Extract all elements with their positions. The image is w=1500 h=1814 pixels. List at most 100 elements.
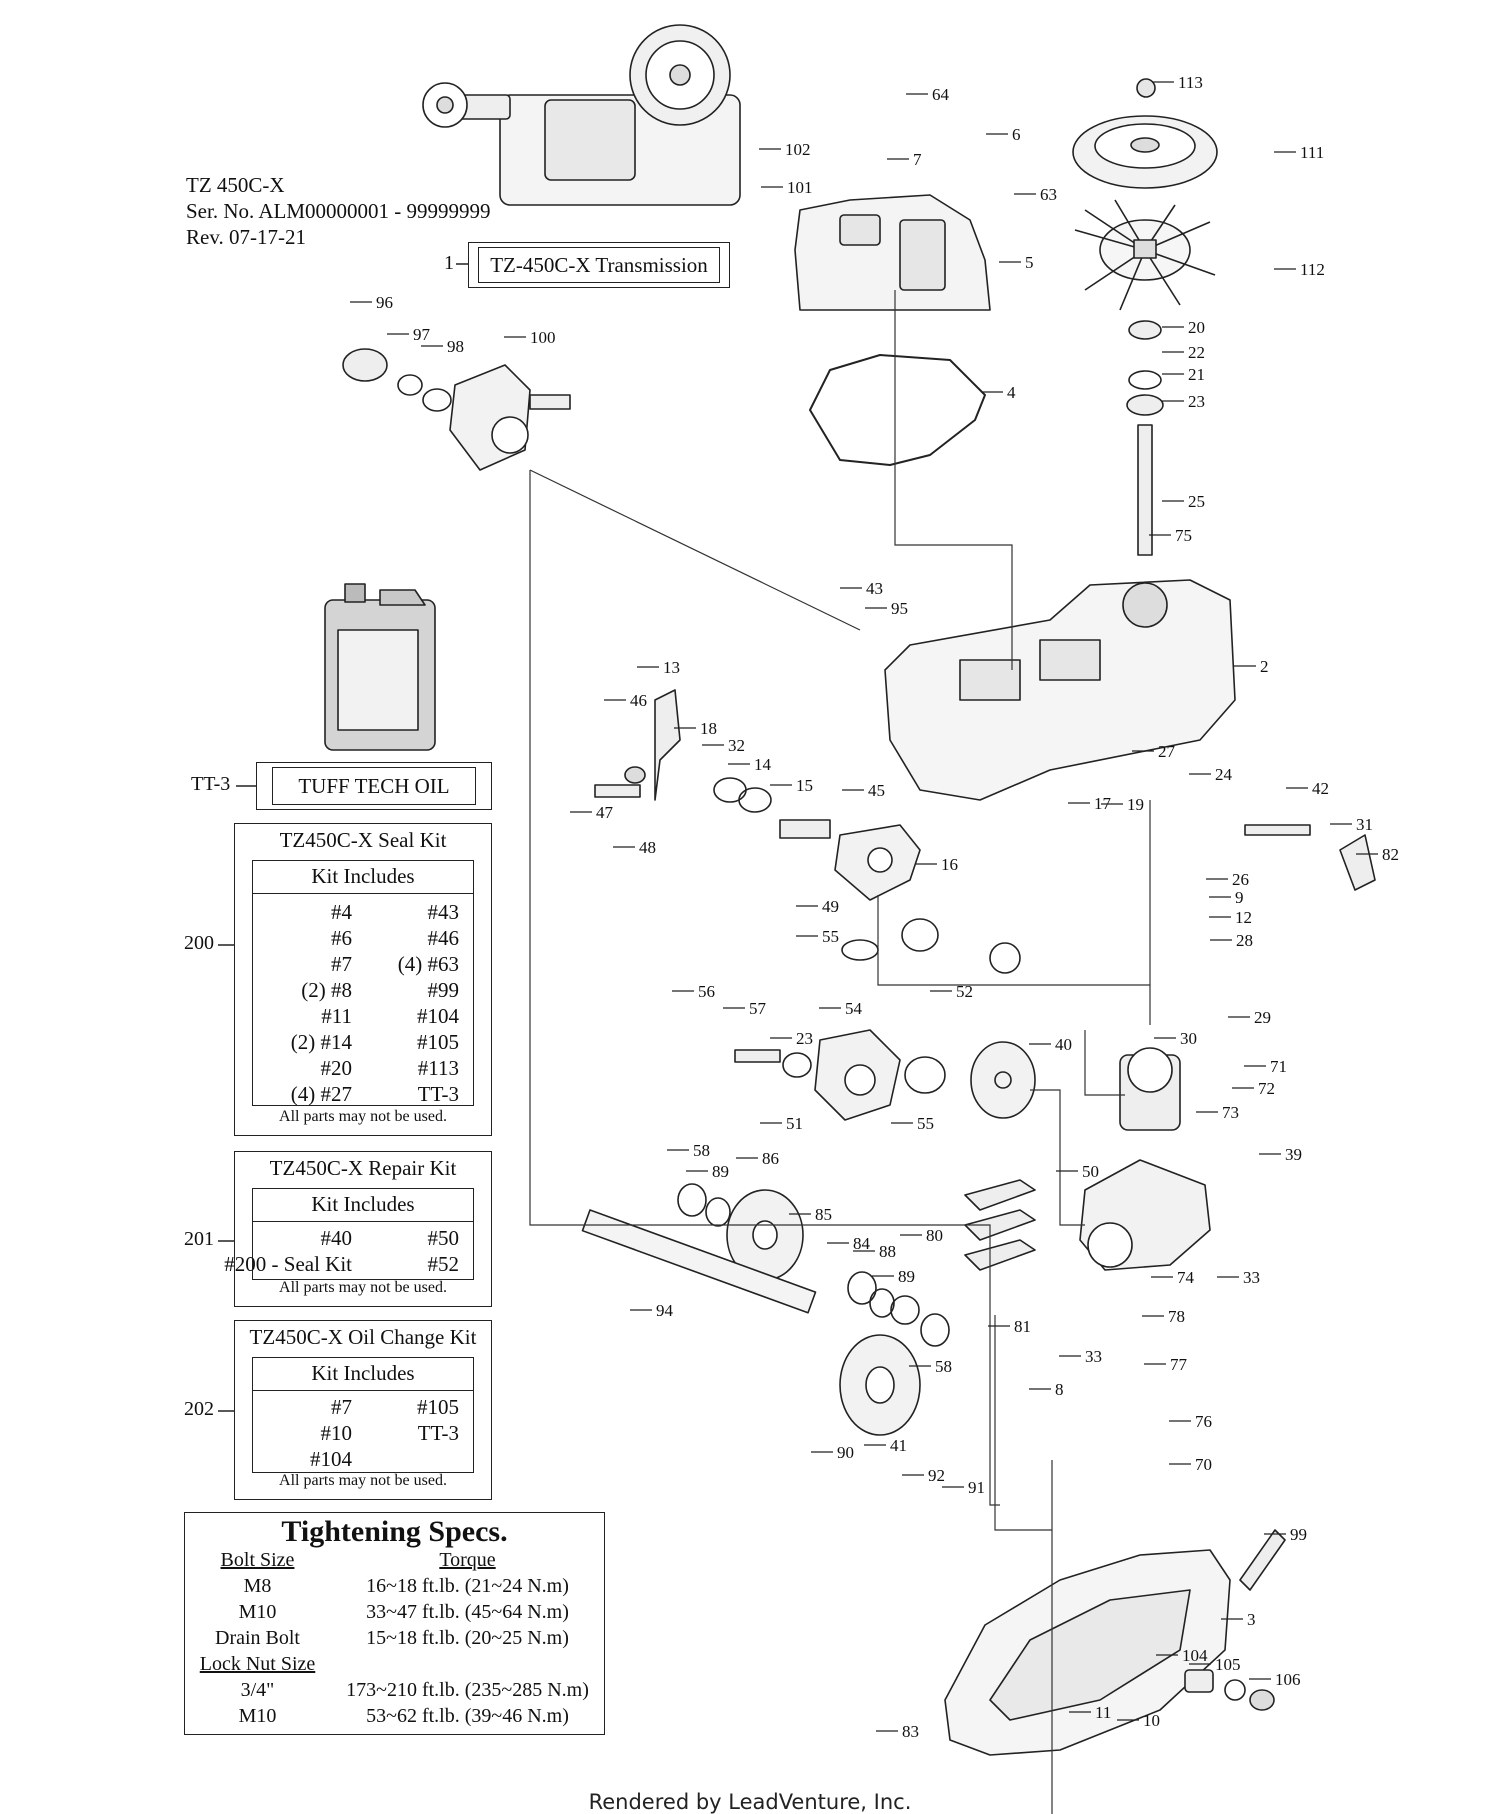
part-callout: 105 (1215, 1655, 1241, 1674)
part-callout: 78 (1168, 1307, 1185, 1326)
part-callout: 23 (1188, 392, 1205, 411)
spec-torque: 33~47 ft.lb. (45~64 N.m) (366, 1601, 569, 1623)
part-callout: 33 (1243, 1268, 1260, 1287)
part-callout: 10 (1143, 1711, 1160, 1730)
part-callout: 49 (822, 897, 839, 916)
part-callout: 100 (530, 328, 556, 347)
kit-item: #105 (417, 1030, 459, 1054)
part-callout: 4 (1007, 383, 1016, 402)
part-callout: 57 (749, 999, 767, 1018)
part-callout: 84 (853, 1234, 871, 1253)
part-callout: 32 (728, 736, 745, 755)
part-callout: 11 (1095, 1703, 1111, 1722)
oil-change-kit-callout: 202 (184, 1398, 214, 1420)
kit-row: #6#46 (253, 926, 473, 952)
kit-item: #40 (320, 1226, 353, 1250)
footer-credit: Rendered by LeadVenture, Inc. (588, 1790, 912, 1814)
oil-label: TUFF TECH OIL (272, 767, 476, 805)
gasket-illustration (809, 354, 986, 466)
part-callout: 39 (1285, 1145, 1302, 1164)
kit-item: #7 (331, 1395, 352, 1419)
spec-torque: 173~210 ft.lb. (235~285 N.m) (346, 1679, 589, 1701)
part-callout: 58 (935, 1357, 952, 1376)
spec-row: 3/4" 173~210 ft.lb. (235~285 N.m) (185, 1679, 604, 1705)
repair-kit-table: Kit Includes #40#50#200 - Seal Kit#52 (224, 1188, 474, 1280)
pulley-illustration (1072, 78, 1218, 189)
spec-size: 3/4" (240, 1679, 275, 1701)
kit-row: (2) #8 #99 (253, 978, 473, 1004)
kit-item: #200 - Seal Kit (224, 1252, 352, 1276)
part-callout: 74 (1177, 1268, 1195, 1287)
part-callout: 22 (1188, 343, 1205, 362)
bolt-size-header: Bolt Size (220, 1549, 295, 1571)
part-callout: 56 (698, 982, 715, 1001)
part-callout: 91 (968, 1478, 985, 1497)
kit-item: TT-3 (417, 1421, 459, 1445)
part-callout: 30 (1180, 1029, 1197, 1048)
kit-item: #6 (331, 926, 352, 950)
part-callout: 20 (1188, 318, 1205, 337)
oil-callout: TT-3 (191, 773, 231, 795)
part-callout: 54 (845, 999, 863, 1018)
part-callout: 98 (447, 337, 464, 356)
lower-pan-illustration (944, 1549, 1231, 1756)
part-callout: 92 (928, 1466, 945, 1485)
oil-change-kit-box: TZ450C-X Oil Change Kit Kit Includes #7#… (234, 1320, 492, 1500)
spec-torque: 16~18 ft.lb. (21~24 N.m) (366, 1575, 569, 1597)
kit-item: #50 (427, 1226, 460, 1250)
kit-row: #4#43 (253, 900, 473, 926)
serial-number: Ser. No. ALM00000001 - 99999999 (186, 199, 491, 223)
kit-row: #40 #50 (253, 1226, 473, 1252)
oil-box[interactable]: TUFF TECH OIL (256, 762, 492, 810)
part-callout: 3 (1247, 1610, 1256, 1629)
part-callout: 40 (1055, 1035, 1072, 1054)
shift-bracket-illustration (654, 689, 681, 801)
part-callout: 63 (1040, 185, 1057, 204)
part-callout: 25 (1188, 492, 1205, 511)
transmission-box[interactable]: TZ-450C-X Transmission (468, 242, 730, 288)
seal-kit-table: Kit Includes #4#43#6#46#7(4) #63(2) #8#9… (252, 860, 474, 1106)
locknut-header-row: Lock Nut Size (185, 1653, 604, 1679)
part-callout: 89 (712, 1162, 729, 1181)
part-callout: 12 (1235, 908, 1252, 927)
part-callout: 88 (879, 1242, 896, 1261)
part-callout: 42 (1312, 779, 1329, 798)
oil-change-kit-note: All parts may not be used. (279, 1472, 447, 1489)
kit-row: #11#104 (253, 1004, 473, 1030)
part-callout: 113 (1178, 73, 1203, 92)
spec-torque: 15~18 ft.lb. (20~25 N.m) (366, 1627, 569, 1649)
part-callout: 23 (796, 1029, 813, 1048)
part-callout: 75 (1175, 526, 1192, 545)
spur-gear-illustration (839, 1334, 921, 1436)
part-callout: 14 (754, 755, 772, 774)
part-callout: 94 (656, 1301, 674, 1320)
part-callout: 81 (1014, 1317, 1031, 1336)
kit-item: #20 (320, 1056, 353, 1080)
part-callout: 82 (1382, 845, 1399, 864)
spec-size: M8 (243, 1575, 272, 1597)
part-callout: 7 (913, 150, 922, 169)
kit-item: (2) #8 (301, 978, 352, 1002)
axle-hub-illustration (342, 348, 571, 471)
part-callout: 27 (1158, 742, 1176, 761)
part-callout: 55 (822, 927, 839, 946)
part-callouts: 2345678910111213141516171819202122232425… (350, 73, 1399, 1741)
part-callout: 90 (837, 1443, 854, 1462)
revision-date: Rev. 07-17-21 (186, 225, 306, 249)
part-callout: 76 (1195, 1412, 1212, 1431)
part-callout: 52 (956, 982, 973, 1001)
part-callout: 99 (1290, 1525, 1307, 1544)
part-callout: 58 (693, 1141, 710, 1160)
kit-row: #104 (253, 1447, 473, 1473)
part-callout: 19 (1127, 795, 1144, 814)
transmission-assembly-illustration (422, 24, 741, 206)
seal-kit-title: TZ450C-X Seal Kit (279, 828, 447, 852)
part-callout: 101 (787, 178, 813, 197)
repair-kit-note: All parts may not be used. (279, 1279, 447, 1296)
kit-item: #99 (427, 978, 460, 1002)
